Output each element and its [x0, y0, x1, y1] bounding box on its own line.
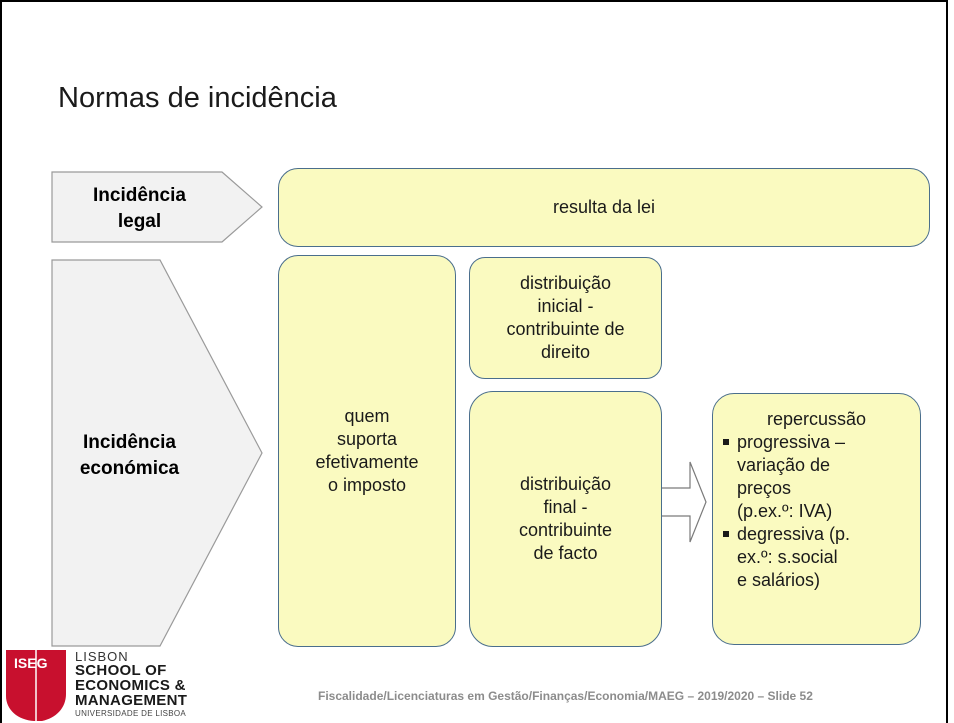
incidencia-economica-label: Incidência económica [79, 432, 180, 479]
incidencia-legal-label: Incidência legal [93, 185, 186, 232]
legal-chevron [51, 171, 263, 243]
repercussao-title: repercussão [766, 409, 867, 429]
list-item: degressiva (p. ex.º: s.social e salários… [721, 523, 917, 592]
repercussao-box: repercussão progressiva – variação de pr… [712, 393, 921, 645]
economica-chevron [51, 259, 263, 647]
bullet-square-icon [723, 531, 729, 538]
bullet-square-icon [723, 439, 729, 445]
slide-title: Normas de incidência [58, 82, 337, 114]
quem-suporta-box: quem suporta efetivamente o imposto [278, 255, 456, 647]
list-item: progressiva – variação de preços (p.ex.º… [721, 431, 917, 523]
iseg-logo-icon: ISEG [6, 650, 66, 721]
logo-text: LISBON SCHOOL OF ECONOMICS & MANAGEMENT … [75, 649, 188, 718]
distribuicao-inicial-box: distribuição inicial - contribuinte de d… [469, 257, 662, 379]
distribuicao-final-box: distribuição final - contribuinte de fac… [469, 391, 662, 647]
logo-mark: ISEG [14, 655, 48, 671]
slide-footer: Fiscalidade/Licenciaturas em Gestão/Fina… [318, 689, 813, 703]
repercussao-list: progressiva – variação de preços (p.ex.º… [721, 431, 917, 592]
resulta-da-lei-box: resulta da lei [278, 168, 930, 247]
